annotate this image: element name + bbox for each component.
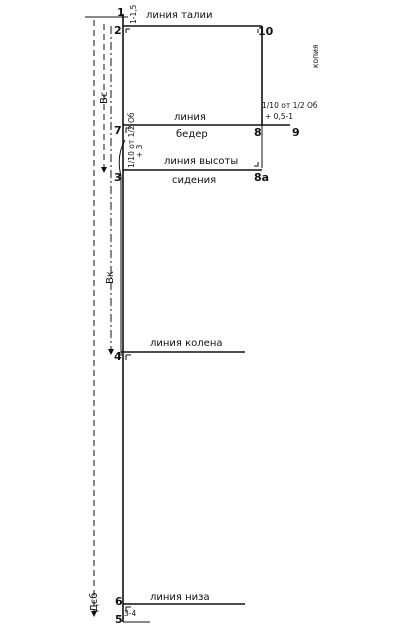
point-5: 5 [115, 613, 123, 626]
curved-guide [118, 139, 126, 356]
seat-formula-line-2: + 3 [135, 144, 144, 158]
point-8: 8 [254, 126, 262, 139]
point-8a: 8а [254, 171, 269, 184]
corner-mark-6 [125, 606, 131, 612]
dsb-label: Дсб [89, 593, 100, 612]
hip-formula-line-2: + 0,5-1 [265, 112, 293, 121]
seat-formula-line-1: 1/10 от 1/2 Об [127, 112, 136, 168]
point-1: 1 [117, 6, 125, 19]
corner-mark-7 [125, 127, 131, 133]
top-offset-label: 1-1,5 [129, 4, 138, 24]
hip-line-label-2: бедер [176, 129, 208, 140]
point-7: 7 [114, 124, 122, 137]
knee-line-label: линия колена [150, 338, 223, 349]
corner-mark-2 [125, 28, 130, 33]
side-note-label: копия [311, 45, 320, 68]
point-10: 10 [258, 25, 274, 38]
corner-mark-8a [254, 162, 259, 167]
vs-label: Вс [99, 92, 110, 104]
corner-mark-4 [125, 354, 131, 360]
waist-line-label: линия талии [146, 10, 212, 21]
seat-line-label-1: линия высоты [164, 156, 238, 167]
bottom-offset-label: 3-4 [124, 609, 136, 618]
point-3: 3 [114, 171, 122, 184]
point-4: 4 [114, 350, 122, 363]
seat-line-label-2: сидения [172, 175, 216, 186]
point-9: 9 [292, 126, 300, 139]
point-6: 6 [115, 595, 123, 608]
vk-label: Вк [105, 271, 116, 284]
point-2: 2 [114, 24, 122, 37]
hip-formula-line-1: 1/10 от 1/2 Об [262, 101, 318, 110]
hem-line-label: линия низа [150, 592, 210, 603]
hip-line-label-1: линия [174, 112, 206, 123]
